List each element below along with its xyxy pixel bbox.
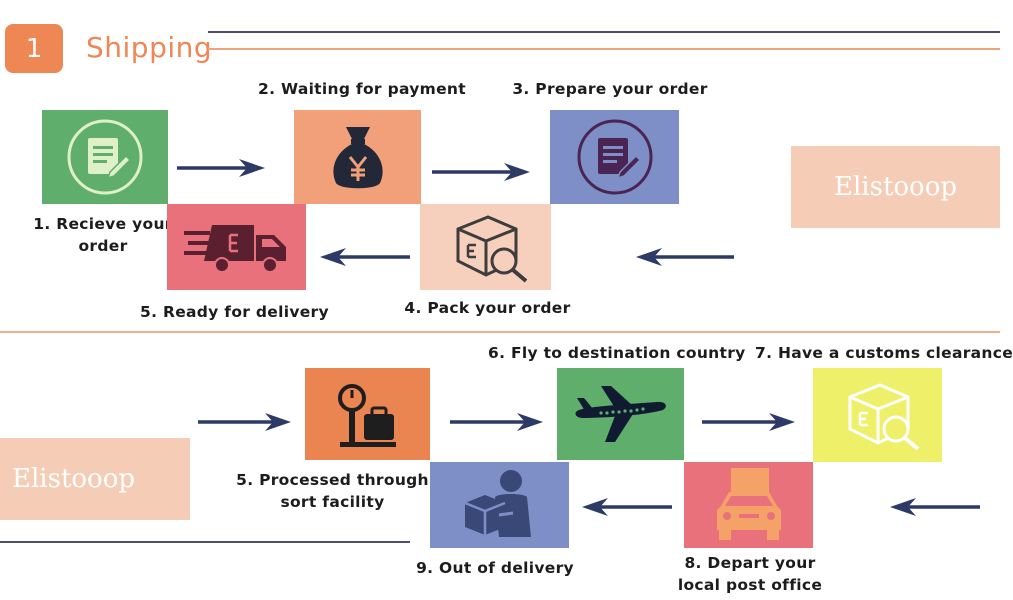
- step-pack-label: 4. Pack your order: [404, 299, 571, 317]
- step-customs-tile: [813, 368, 942, 462]
- flow-arrow-left: [888, 495, 980, 519]
- step-sort-label-line1: 5. Processed through: [236, 471, 429, 489]
- package-search-icon: [438, 209, 534, 285]
- step-prepare-label: 3. Prepare your order: [512, 80, 708, 98]
- divider-top-orange: [208, 48, 1000, 50]
- step-sort-label: 5. Processed through sort facility: [235, 469, 430, 513]
- step-out-tile: [430, 462, 569, 548]
- flow-arrow-right: [432, 160, 532, 184]
- divider-middle: [0, 331, 1000, 333]
- step-fly-tile: [557, 368, 684, 460]
- step-depart-tile: [684, 462, 813, 548]
- brand-watermark-bottom: Elistooop: [0, 438, 190, 520]
- courier-package-icon: [455, 467, 545, 543]
- scale-luggage-icon: [330, 376, 406, 452]
- document-edit-icon: [574, 116, 656, 198]
- step-pack-tile: [420, 204, 551, 290]
- airplane-icon: [571, 384, 671, 444]
- step-prepare-tile: [550, 110, 679, 204]
- step-receive-label: 1. Recieve your order: [28, 213, 178, 257]
- step-out-label: 9. Out of delivery: [416, 559, 574, 577]
- step-depart-label: 8. Depart your local post office: [670, 552, 830, 596]
- step-ready-tile: [167, 204, 306, 290]
- step-customs-label: 7. Have a customs clearance: [755, 344, 1013, 362]
- step-ready-label: 5. Ready for delivery: [140, 303, 329, 321]
- section-title: Shipping: [86, 31, 213, 64]
- flow-arrow-left: [580, 495, 672, 519]
- flow-arrow-right: [450, 410, 545, 434]
- post-office-car-icon: [711, 466, 787, 544]
- step-depart-label-line2: local post office: [677, 576, 823, 594]
- step-depart-label-line1: 8. Depart your: [684, 554, 816, 572]
- step-receive-tile: [42, 110, 168, 204]
- step-sort-tile: [305, 368, 430, 460]
- step-receive-label-line1: 1. Recieve your: [33, 215, 173, 233]
- flow-arrow-right: [702, 410, 797, 434]
- flow-arrow-left: [318, 245, 410, 269]
- step-receive-label-line2: order: [78, 237, 128, 255]
- money-bag-yen-icon: [328, 121, 388, 193]
- divider-bottom: [0, 541, 410, 543]
- step-number-badge: 1: [5, 24, 63, 73]
- flow-arrow-right: [177, 156, 267, 180]
- delivery-truck-icon: [182, 217, 292, 277]
- divider-top-navy: [208, 31, 1000, 33]
- brand-watermark-top: Elistooop: [791, 146, 1000, 228]
- step-payment-label: 2. Waiting for payment: [258, 80, 466, 98]
- flow-arrow-left: [634, 245, 734, 269]
- step-payment-tile: [294, 110, 421, 204]
- package-search-icon: [830, 377, 926, 453]
- step-fly-label: 6. Fly to destination country: [488, 344, 746, 362]
- step-sort-label-line2: sort facility: [280, 493, 385, 511]
- flow-arrow-right: [198, 410, 293, 434]
- document-edit-icon: [64, 116, 146, 198]
